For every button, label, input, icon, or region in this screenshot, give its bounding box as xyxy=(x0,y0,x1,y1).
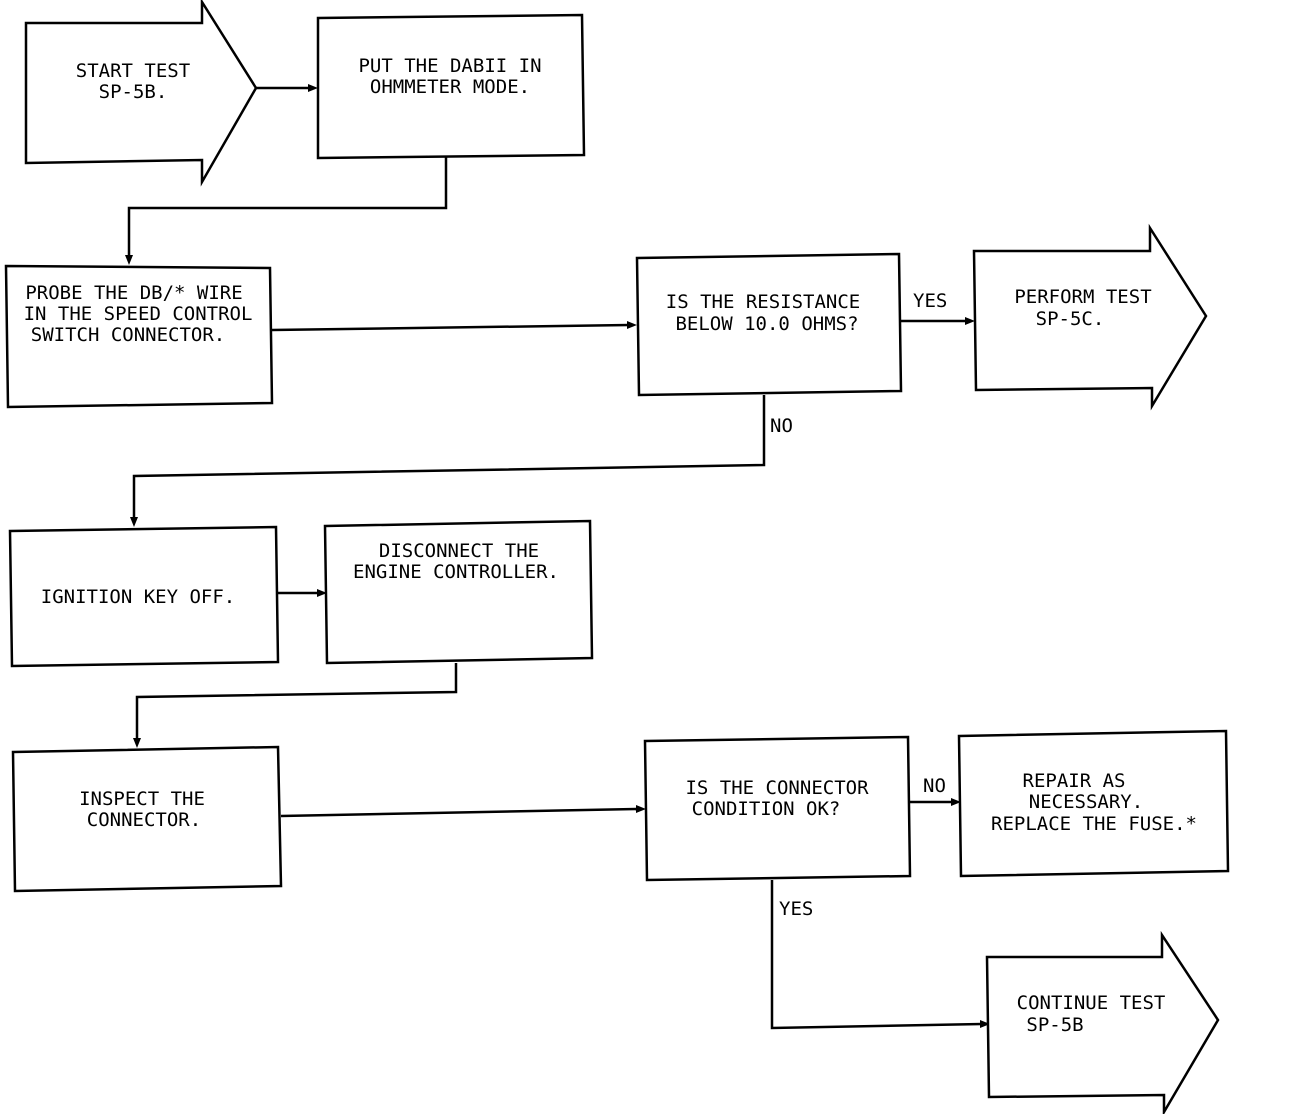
ignition-key-text-line-1: IGNITION KEY OFF. xyxy=(41,586,235,608)
disconnect-text-line-2: ENGINE CONTROLLER. xyxy=(353,561,559,583)
probe-wire-text-line-3: SWITCH CONNECTOR. xyxy=(31,324,225,346)
probe-wire-node: PROBE THE DB/* WIRE IN THE SPEED CONTROL… xyxy=(4,264,274,409)
repair-text-line-2: NECESSARY. xyxy=(1029,791,1143,813)
edge-label-resistance-no: NO xyxy=(770,415,793,437)
connector-probe-to-resistance xyxy=(271,321,637,332)
disconnect-controller-node: DISCONNECT THE ENGINE CONTROLLER. xyxy=(323,519,594,665)
repair-text-line-1: REPAIR AS xyxy=(1023,770,1126,792)
condition-decision-node: IS THE CONNECTOR CONDITION OK? xyxy=(643,735,912,882)
resistance-decision-node: IS THE RESISTANCE BELOW 10.0 OHMS? xyxy=(635,252,903,397)
start-test-text-line-2: SP-5B. xyxy=(99,81,168,103)
probe-wire-text-line-2: IN THE SPEED CONTROL xyxy=(24,303,253,325)
connector-condition-no-to-repair xyxy=(910,798,961,806)
start-test-node: START TEST SP-5B. xyxy=(24,0,258,187)
perform-test-node: PERFORM TEST SP-5C. xyxy=(972,223,1208,411)
put-dabii-text-line-1: PUT THE DABII IN xyxy=(358,55,541,77)
ignition-key-node: IGNITION KEY OFF. xyxy=(8,525,280,668)
inspect-text-line-2: CONNECTOR. xyxy=(87,809,201,831)
resistance-text-line-1: IS THE RESISTANCE xyxy=(666,291,860,313)
edge-label-resistance-yes: YES xyxy=(913,290,947,312)
disconnect-text-line-1: DISCONNECT THE xyxy=(379,540,539,562)
repair-node: REPAIR AS NECESSARY. REPLACE THE FUSE.* xyxy=(957,729,1230,878)
continue-test-text-line-1: CONTINUE TEST xyxy=(1017,992,1166,1014)
resistance-text-line-2: BELOW 10.0 OHMS? xyxy=(675,313,858,335)
connector-resistance-yes-to-perform xyxy=(901,317,975,325)
put-dabii-node: PUT THE DABII IN OHMMETER MODE. xyxy=(316,13,586,160)
condition-text-line-2: CONDITION OK? xyxy=(692,798,841,820)
condition-text-line-1: IS THE CONNECTOR xyxy=(685,777,869,799)
continue-test-text-line-2: SP-5B xyxy=(1026,1014,1083,1036)
probe-wire-text-line-1: PROBE THE DB/* WIRE xyxy=(25,282,242,304)
start-test-text-line-1: START TEST xyxy=(76,60,190,82)
continue-test-node: CONTINUE TEST SP-5B xyxy=(985,930,1220,1114)
perform-test-text-line-2: SP-5C. xyxy=(1036,308,1105,330)
connector-disconnect-to-inspect xyxy=(133,663,458,748)
connector-condition-yes-to-continue xyxy=(770,880,990,1030)
inspect-text-line-1: INSPECT THE xyxy=(79,788,205,810)
perform-test-text-line-1: PERFORM TEST xyxy=(1014,286,1151,308)
connector-resistance-no-to-ignition xyxy=(130,395,766,527)
connector-ignition-to-disconnect xyxy=(278,589,327,597)
put-dabii-text-line-2: OHMMETER MODE. xyxy=(370,76,530,98)
connector-put-to-probe xyxy=(125,157,448,265)
edge-label-condition-no: NO xyxy=(923,775,946,797)
connector-start-to-put xyxy=(256,84,318,92)
connector-inspect-to-condition xyxy=(280,805,646,818)
inspect-connector-node: INSPECT THE CONNECTOR. xyxy=(11,745,283,893)
repair-text-line-3: REPLACE THE FUSE.* xyxy=(991,813,1197,835)
edge-label-condition-yes: YES xyxy=(779,898,813,920)
